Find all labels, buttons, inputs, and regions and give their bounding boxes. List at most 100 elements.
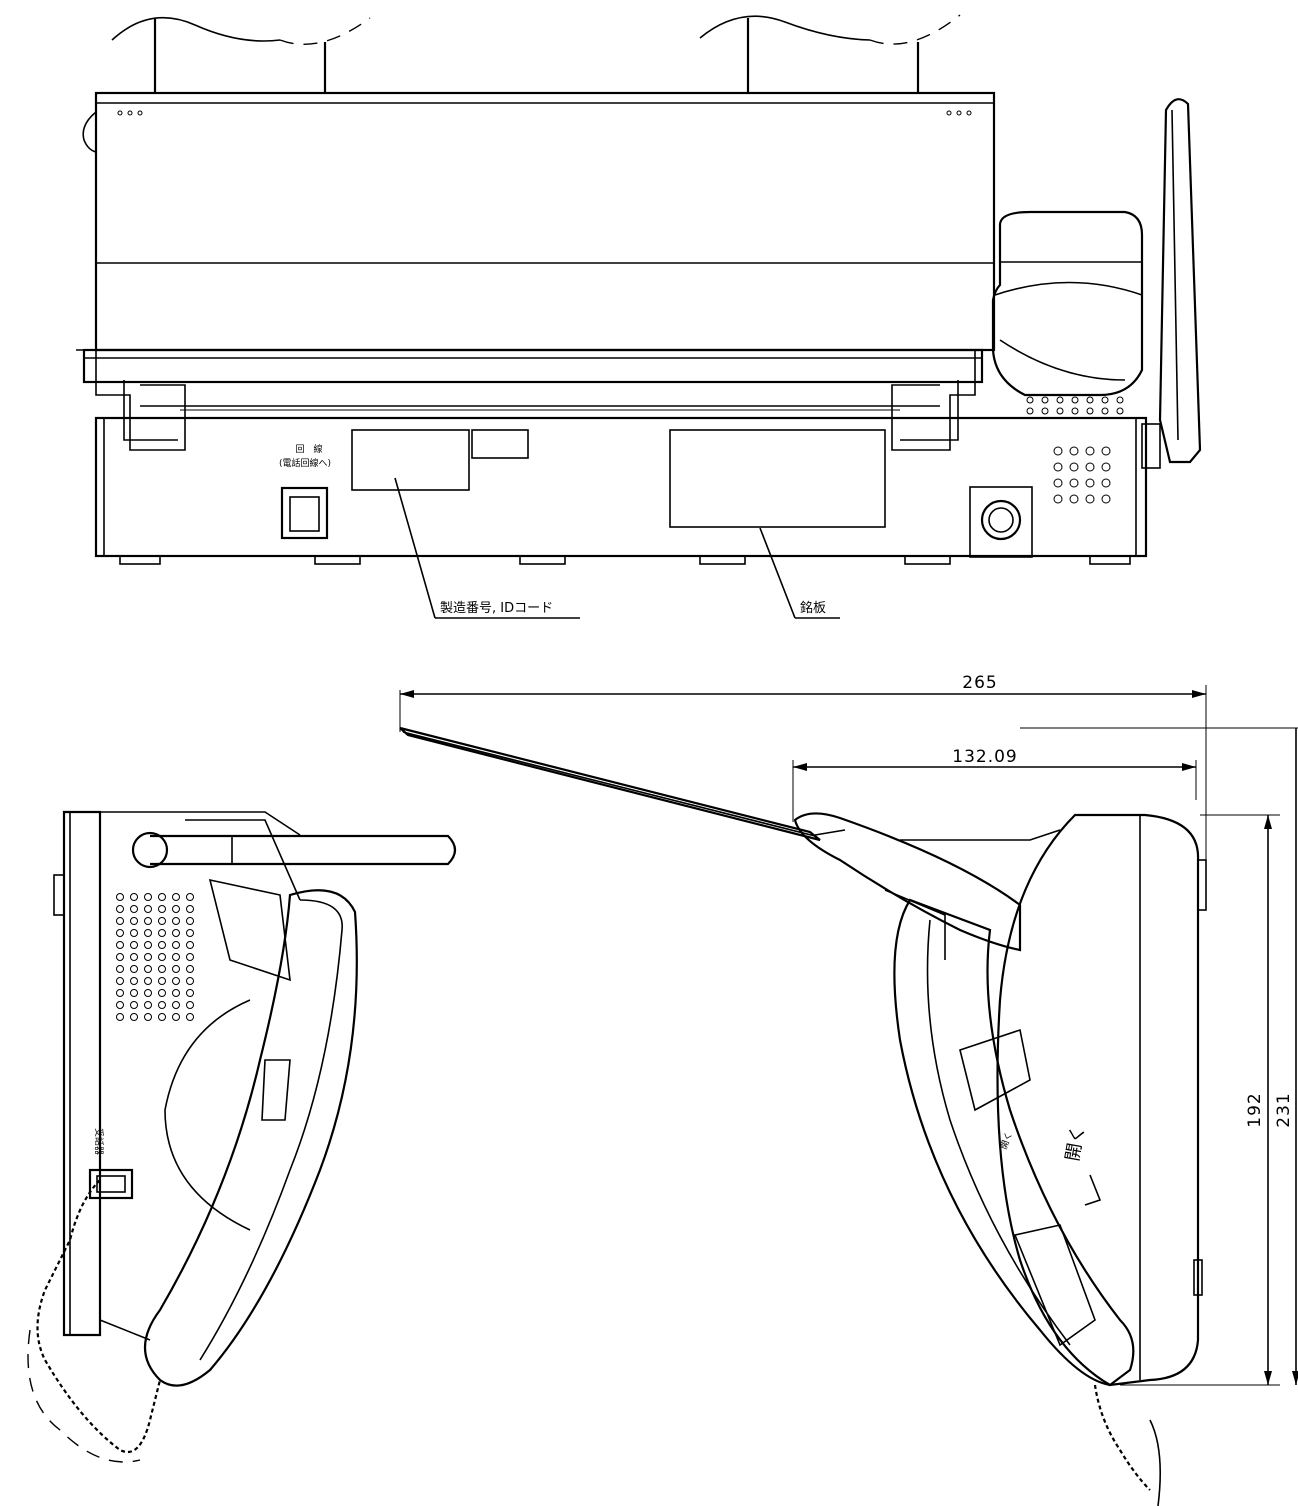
paper-tray: [94, 91, 996, 352]
grille-hole: [186, 1001, 194, 1009]
line-jack-label-1: 回 線: [295, 443, 322, 455]
cradle-dots: [1026, 396, 1124, 415]
grille-hole: [186, 977, 194, 985]
left-base-body: [62, 810, 102, 1337]
grille-hole: [144, 905, 152, 913]
grille-hole: [144, 953, 152, 961]
dim-231: 231: [1274, 1092, 1294, 1127]
grille-hole: [116, 965, 124, 973]
grille-hole: [172, 1013, 180, 1021]
right-handset: [893, 898, 1135, 1387]
paper-break-left: [111, 17, 281, 42]
grille-hole: [172, 917, 180, 925]
grille-hole: [172, 893, 180, 901]
right-coiled-cord: [1093, 1384, 1151, 1491]
grille-hole: [130, 917, 138, 925]
antenna-front: [1158, 98, 1202, 464]
grille-hole: [172, 953, 180, 961]
grille-hole: [186, 989, 194, 997]
left-handset-jack: [88, 1168, 134, 1200]
power-jack-housing: [969, 486, 1033, 558]
grille-hole: [130, 941, 138, 949]
left-handset: [143, 889, 358, 1387]
grille-hole: [144, 1013, 152, 1021]
grille-hole: [172, 941, 180, 949]
grille-hole: [158, 929, 166, 937]
grille-hole: [144, 989, 152, 997]
grille-hole: [116, 893, 124, 901]
grille-hole: [172, 989, 180, 997]
grille-hole: [116, 1013, 124, 1021]
dim-192: 192: [1245, 1092, 1265, 1127]
grille-hole: [130, 953, 138, 961]
tray-screws: [117, 110, 972, 116]
nameplate-area: [669, 429, 886, 528]
paper-guide-posts: [153, 18, 920, 93]
grille-hole: [144, 929, 152, 937]
grille-hole: [116, 989, 124, 997]
line-jack: [280, 486, 329, 540]
grille-hole: [130, 905, 138, 913]
paper-break-left-dash: [279, 17, 371, 46]
right-base-body: [996, 813, 1200, 1387]
grille-hole: [172, 977, 180, 985]
grille-hole: [158, 905, 166, 913]
dim-132: 132.09: [952, 747, 1017, 767]
grille-hole: [130, 965, 138, 973]
left-coiled-cord: [36, 1179, 162, 1453]
base-feet: [119, 555, 1131, 565]
base-body: [94, 416, 1148, 558]
right-open-label: 開く: [998, 1130, 1014, 1151]
serial-label: 製造番号, IDコード: [440, 601, 553, 616]
grille-hole: [186, 905, 194, 913]
grille-hole: [186, 965, 194, 973]
grille-hole: [130, 1001, 138, 1009]
grille-hole: [172, 965, 180, 973]
dimensions: 265 132.09 192 231: [399, 673, 1298, 1386]
grille-hole: [186, 941, 194, 949]
grille-hole: [130, 1013, 138, 1021]
grille-hole: [144, 941, 152, 949]
paper-break-right: [699, 15, 871, 41]
grille-hole: [130, 929, 138, 937]
grille-hole: [172, 1001, 180, 1009]
grille-hole: [144, 1001, 152, 1009]
nameplate-leader: [759, 527, 796, 619]
speaker-grille: [1053, 446, 1111, 504]
handset-front: [991, 210, 1144, 397]
grille-hole: [116, 1001, 124, 1009]
grille-hole: [116, 941, 124, 949]
grille-hole: [144, 893, 152, 901]
grille-hole: [158, 989, 166, 997]
grille-hole: [144, 977, 152, 985]
grille-hole: [130, 977, 138, 985]
grille-hole: [158, 917, 166, 925]
grille-hole: [116, 977, 124, 985]
small-label-area: [471, 429, 529, 459]
front-view: 回 線 (電話回線へ) 製造番号, IDコード: [76, 14, 1202, 619]
nameplate-label: 銘板: [800, 601, 826, 616]
line-jack-label-2: (電話回線へ): [279, 457, 331, 469]
side-view-right: 開く 開く: [399, 726, 1207, 1506]
grille-hole: [186, 893, 194, 901]
tray-rail: [82, 348, 984, 384]
grille-hole: [116, 929, 124, 937]
grille-hole: [186, 929, 194, 937]
grille-hole: [158, 953, 166, 961]
grille-hole: [116, 905, 124, 913]
left-antenna-base: [131, 831, 169, 869]
side-view-left: 受話器: [27, 810, 457, 1463]
grille-hole: [144, 917, 152, 925]
grille-hole: [116, 953, 124, 961]
serial-label-area: [351, 429, 470, 491]
grille-hole: [158, 941, 166, 949]
grille-hole: [186, 1013, 194, 1021]
grille-hole: [186, 953, 194, 961]
grille-hole: [172, 929, 180, 937]
paper-break-right-dash: [869, 14, 961, 45]
grille-hole: [130, 989, 138, 997]
right-open-arrow-label: 開く: [1062, 1124, 1089, 1163]
grille-hole: [158, 1001, 166, 1009]
serial-leader: [394, 477, 436, 619]
left-handset-jack-label: 受話器: [93, 1128, 105, 1155]
